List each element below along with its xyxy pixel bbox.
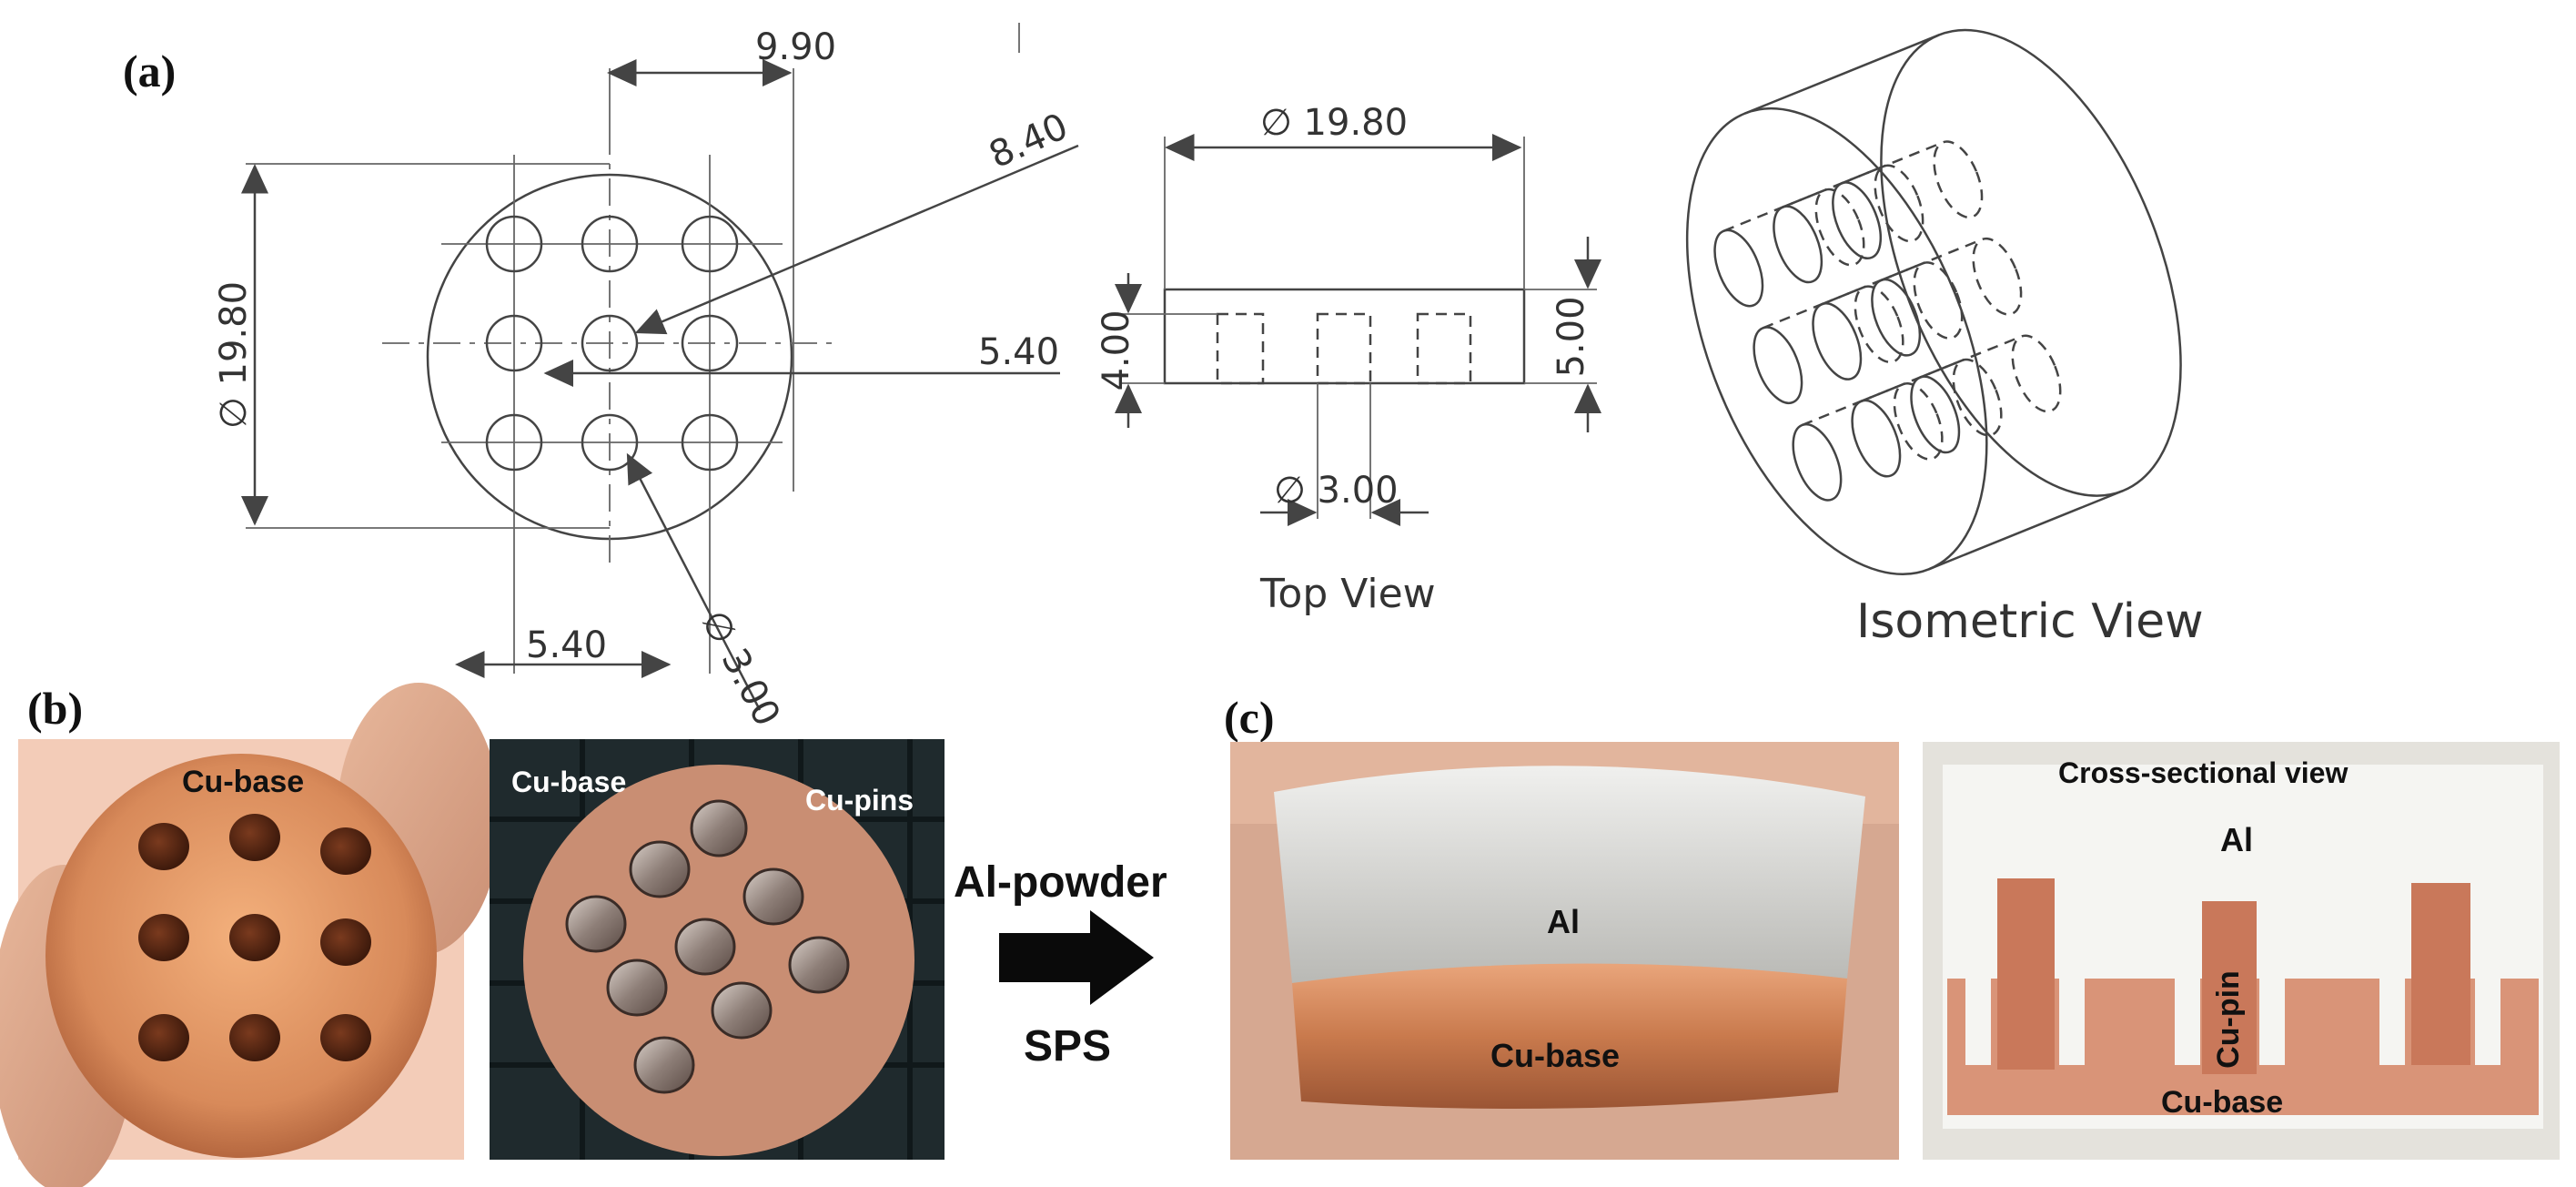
isometric-view-label: Isometric View xyxy=(1856,594,2204,649)
process-step: Al-powder SPS xyxy=(954,858,1167,1070)
dim-pin-spacing-top: 9.90 xyxy=(755,26,836,68)
top-view-drawing: ∅ 19.80 4.00 5.00 ∅ 3.00 Top View xyxy=(1096,102,1601,617)
c2-al-label: Al xyxy=(2220,821,2253,858)
b1-label: Cu-base xyxy=(182,765,304,799)
dim-top-hole: ∅ 3.00 xyxy=(1274,470,1399,512)
panel-label-b: (b) xyxy=(27,683,83,734)
dim-height-right: 5.00 xyxy=(1551,296,1592,377)
dim-hole-dia: ∅ 3.00 xyxy=(692,604,788,733)
process-arrow-icon xyxy=(999,910,1154,1005)
photo-cross-section: Cross-sectional view Al Cu-pin Cu-base xyxy=(1923,742,2560,1160)
c2-pin-label: Cu-pin xyxy=(2211,970,2246,1069)
panel-label-c: (c) xyxy=(1224,692,1275,743)
c2-base-label: Cu-base xyxy=(2161,1085,2283,1120)
c1-al-label: Al xyxy=(1547,903,1580,940)
dim-pitch-right: 5.40 xyxy=(978,331,1059,373)
top-view-label: Top View xyxy=(1259,571,1436,617)
photo-cu-pins: Cu-base Cu-pins xyxy=(490,739,945,1160)
dim-pitch-bottom: 5.40 xyxy=(526,624,607,666)
dim-top-diameter: ∅ 19.80 xyxy=(1260,102,1408,144)
process-bottom-label: SPS xyxy=(1024,1022,1111,1070)
b2-label-pins: Cu-pins xyxy=(805,784,914,817)
process-top-label: Al-powder xyxy=(954,858,1167,907)
b2-label-base: Cu-base xyxy=(511,766,626,798)
holes-front xyxy=(485,215,739,472)
photo-cu-base: Cu-base xyxy=(0,683,500,1187)
photo-sintered-side: Al Cu-base xyxy=(1230,742,1899,1160)
c1-base-label: Cu-base xyxy=(1490,1037,1620,1074)
isometric-view-drawing xyxy=(1685,28,2182,575)
dim-height-left: 4.00 xyxy=(1096,309,1137,391)
c2-title: Cross-sectional view xyxy=(2058,756,2348,789)
front-view-drawing: 9.90 8.40 ∅ 19.80 5.40 5.40 ∅ 3.00 xyxy=(213,23,1079,733)
dim-diameter-left: ∅ 19.80 xyxy=(213,281,255,429)
panel-label-a: (a) xyxy=(123,46,176,96)
